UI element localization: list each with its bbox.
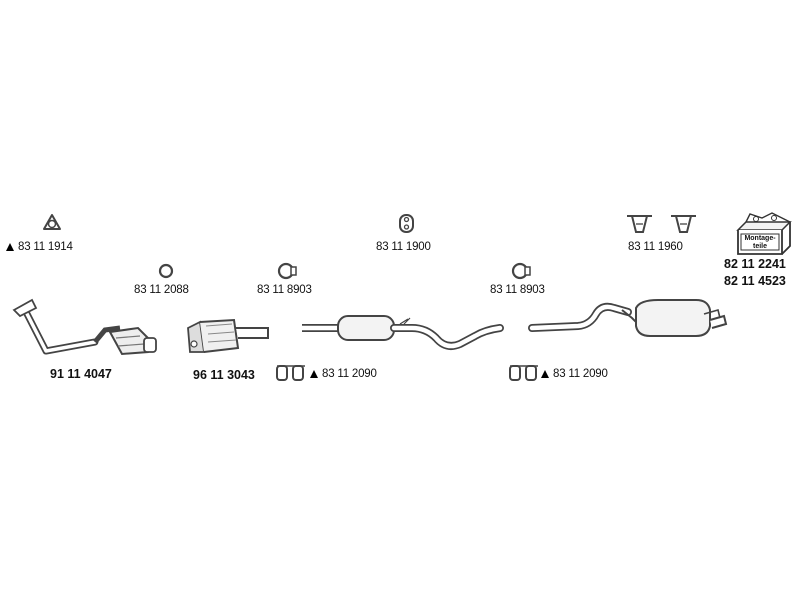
part-number-ring-clamp: 83 11 2088 [134, 284, 189, 296]
warning-triangle-icon [541, 370, 549, 378]
ring-clamp-icon [158, 263, 174, 284]
part-number-clamp-set-right: 83 11 2090 [553, 368, 608, 380]
rear-silencer-icon [528, 296, 728, 349]
part-number-clamp-left: 83 11 8903 [257, 284, 312, 296]
part-number-clamp-right: 83 11 8903 [490, 284, 545, 296]
clamp-set-icon [508, 362, 540, 387]
warning-triangle-icon [6, 243, 14, 251]
part-number-mounting-kit-1: 82 11 2241 [724, 257, 786, 271]
part-number-gasket: 83 11 1914 [18, 241, 73, 253]
catalytic-converter-icon [182, 314, 272, 361]
mounting-kit-box-icon: Montage-teile [732, 212, 796, 258]
warning-triangle-icon [310, 370, 318, 378]
part-number-mounting-kit-2: 82 11 4523 [724, 274, 786, 288]
front-pipe-icon [10, 296, 160, 371]
clamp-set-icon [275, 362, 307, 387]
part-number-hanger-center: 83 11 1900 [376, 241, 431, 253]
kit-box-label: Montage-teile [744, 235, 776, 250]
part-number-catalytic-converter: 96 11 3043 [193, 368, 255, 382]
rubber-hanger-icon [398, 213, 416, 240]
gasket-icon [42, 214, 62, 237]
hanger-bracket-pair-icon [626, 212, 698, 243]
pipe-clamp-icon [276, 262, 298, 285]
part-number-hanger-pair: 83 11 1960 [628, 241, 683, 253]
pipe-clamp-icon [510, 262, 532, 285]
part-number-clamp-set-left: 83 11 2090 [322, 368, 377, 380]
middle-silencer-icon [300, 306, 505, 363]
part-number-front-pipe: 91 11 4047 [50, 367, 112, 381]
